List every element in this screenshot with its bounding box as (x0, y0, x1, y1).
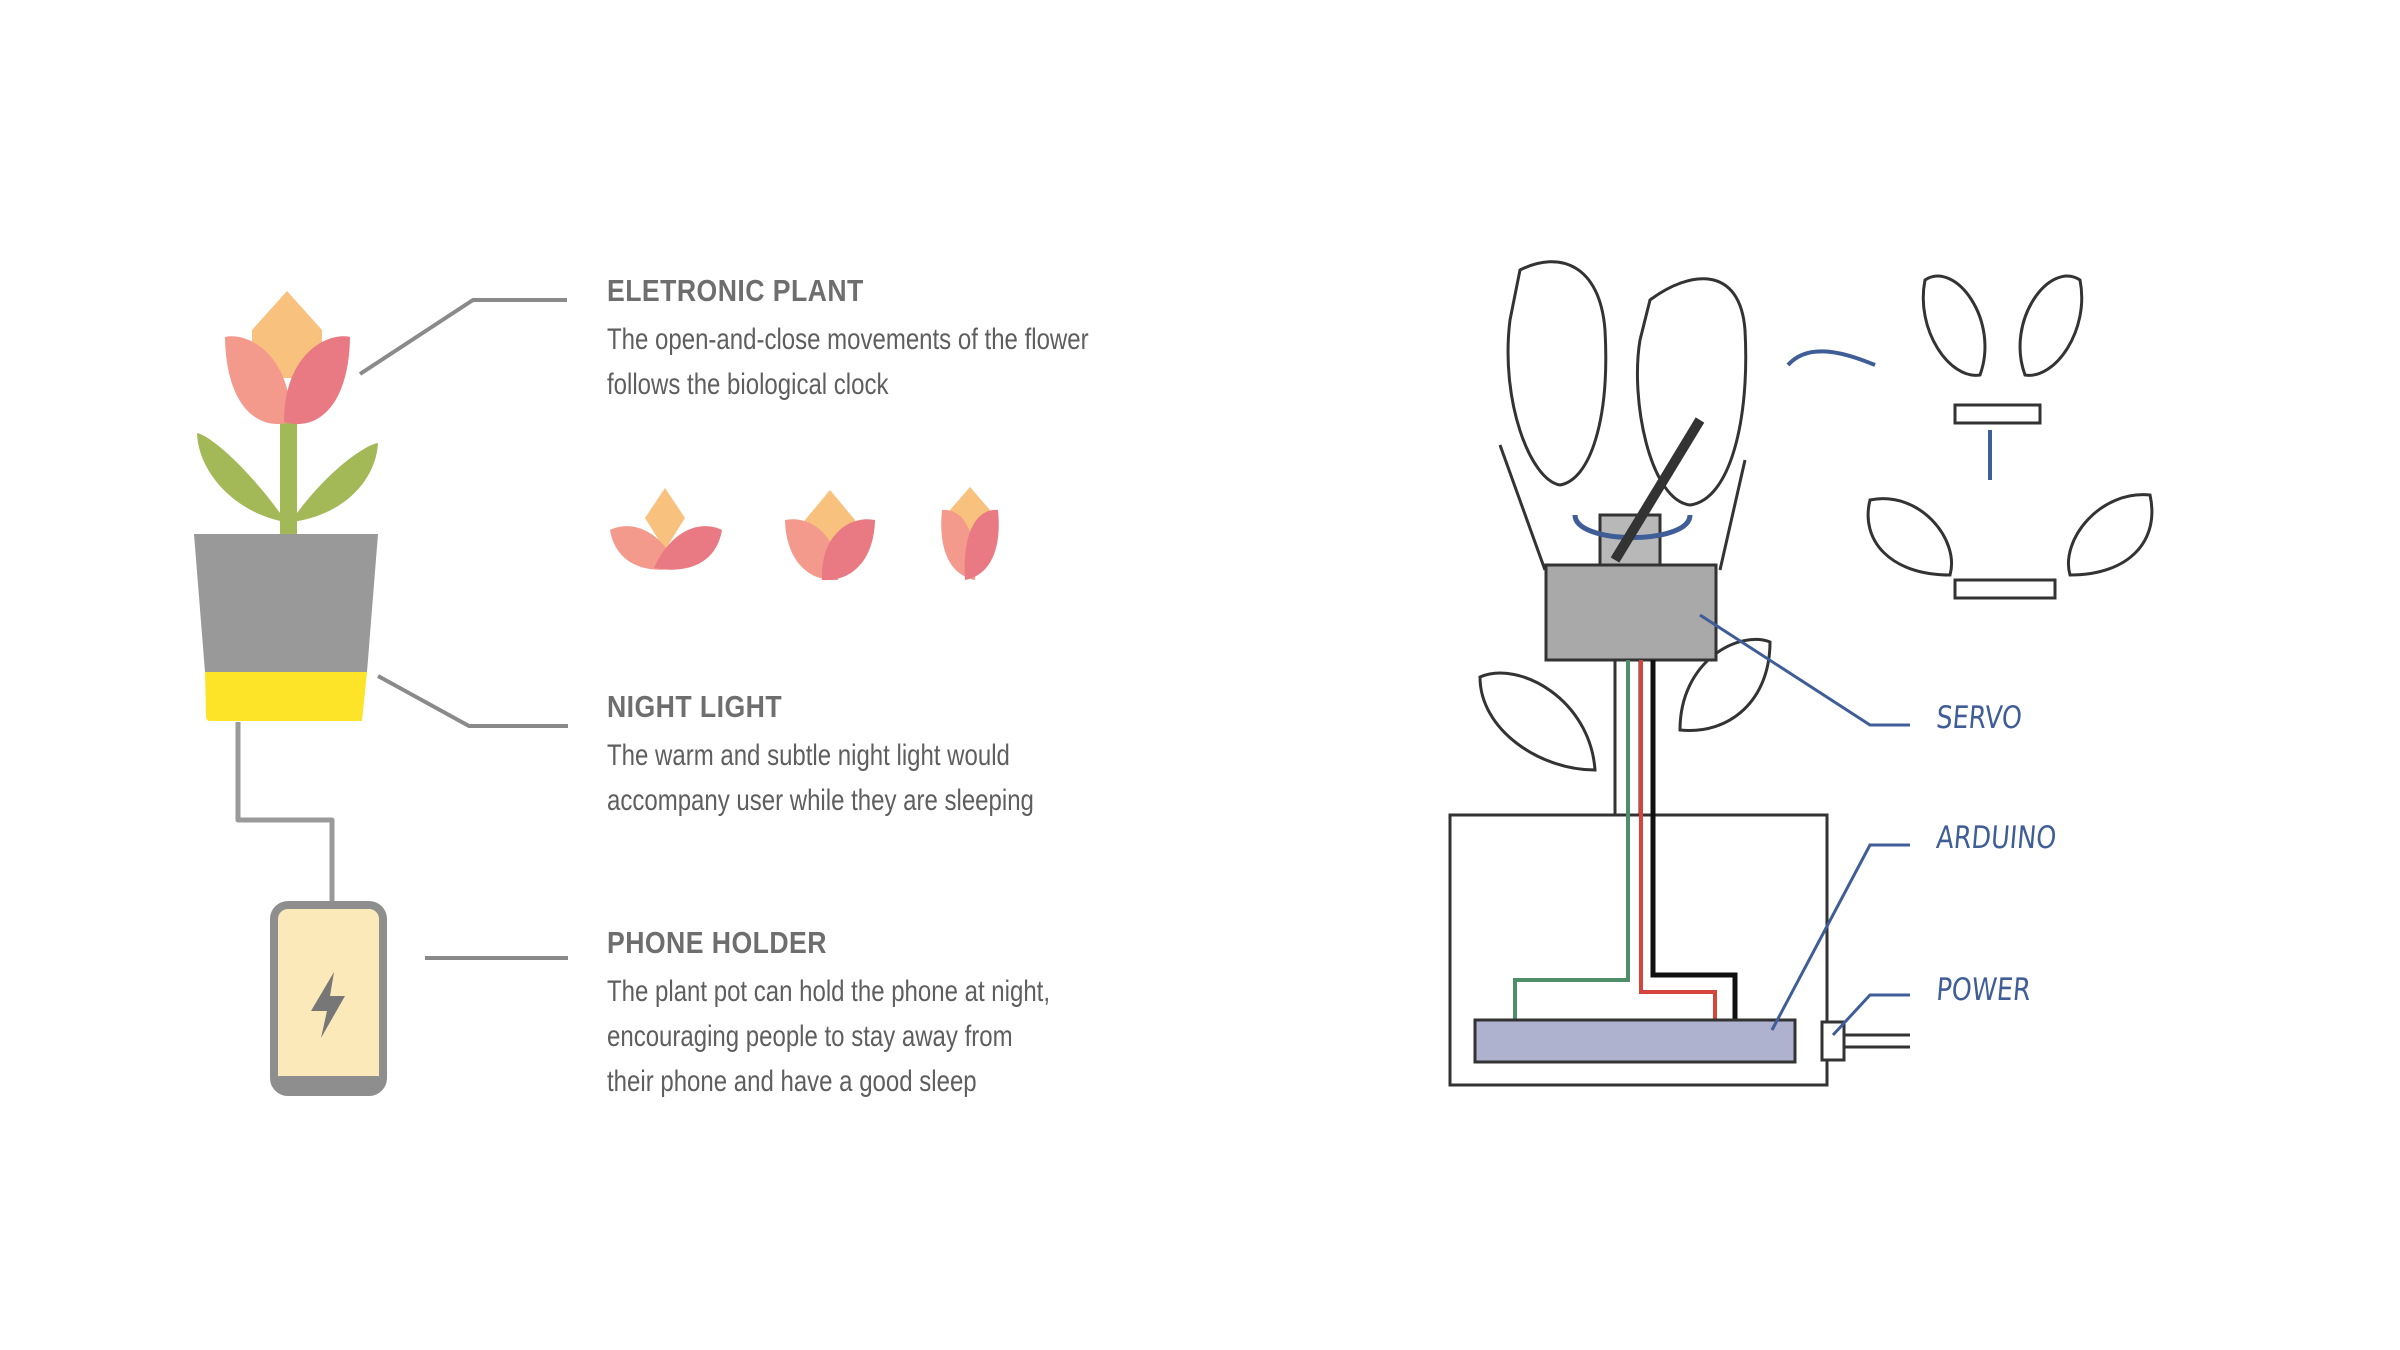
linkage-rod (1718, 459, 1747, 571)
state-closed-petal (2018, 274, 2084, 377)
servo-block (1544, 563, 1718, 662)
tulip-stage-closed-icon (941, 487, 999, 580)
leader-line-light (377, 674, 568, 728)
callout-line-power (1831, 993, 1910, 1037)
pot-icon (194, 534, 378, 721)
feature-text-line: The open-and-close movements of the flow… (607, 323, 1089, 356)
wire-green (1513, 660, 1630, 1035)
charging-cable (235, 722, 335, 905)
callout-line-arduino (1770, 843, 1910, 1031)
sketch-petal-right (1636, 277, 1748, 507)
feature-night-light: NIGHT LIGHT The warm and subtle night li… (607, 689, 1141, 823)
wire-red (1639, 660, 1717, 1035)
leader-line-plant (358, 298, 567, 376)
left-leaf-icon (197, 433, 285, 522)
feature-text-line: accompany user while they are sleeping (607, 784, 1034, 817)
arduino-board (1473, 1018, 1797, 1064)
tulip-icon (197, 291, 378, 539)
feature-heading: NIGHT LIGHT (607, 689, 783, 724)
feature-text-line: their phone and have a good sleep (607, 1065, 977, 1098)
sketch-petal-left (1506, 260, 1608, 487)
state-open-petal (2067, 493, 2154, 577)
feature-text-line: follows the biological clock (607, 368, 889, 401)
linkage-rod (1498, 444, 1547, 571)
label-servo: SERVO (1934, 700, 2024, 736)
right-leaf-icon (292, 443, 378, 522)
state-closed-petal (1921, 274, 1987, 377)
sketch-left-leaf (1478, 671, 1597, 772)
wire-black (1650, 660, 1738, 1035)
callout-line-servo (1699, 613, 1910, 727)
night-light-band (205, 672, 367, 721)
state-open-petal (1866, 497, 1953, 577)
feature-phone-holder: PHONE HOLDER The plant pot can hold the … (607, 925, 1161, 1104)
feature-heading: PHONE HOLDER (607, 925, 827, 960)
phone-icon (270, 901, 387, 1096)
curved-arrow-icon (1786, 349, 1876, 367)
state-open-base (1953, 578, 2057, 600)
state-closed-base (1953, 403, 2042, 425)
power-plug-icon (1820, 1020, 1846, 1062)
label-power: POWER (1934, 972, 2033, 1008)
feature-electronic-plant: ELETRONIC PLANT The open-and-close movem… (607, 273, 1209, 407)
feature-text-line: The plant pot can hold the phone at nigh… (607, 975, 1051, 1008)
linkage-rod (1610, 417, 1705, 563)
tulip-stage-half-icon (785, 490, 875, 581)
feature-heading: ELETRONIC PLANT (607, 273, 864, 308)
lightning-icon (311, 972, 345, 1038)
label-arduino: ARDUINO (1934, 820, 2058, 856)
feature-text-line: The warm and subtle night light would (607, 739, 1010, 772)
sketch-right-leaf (1678, 637, 1772, 732)
feature-text-line: encouraging people to stay away from (607, 1020, 1013, 1053)
tulip-stage-open-icon (610, 488, 722, 570)
